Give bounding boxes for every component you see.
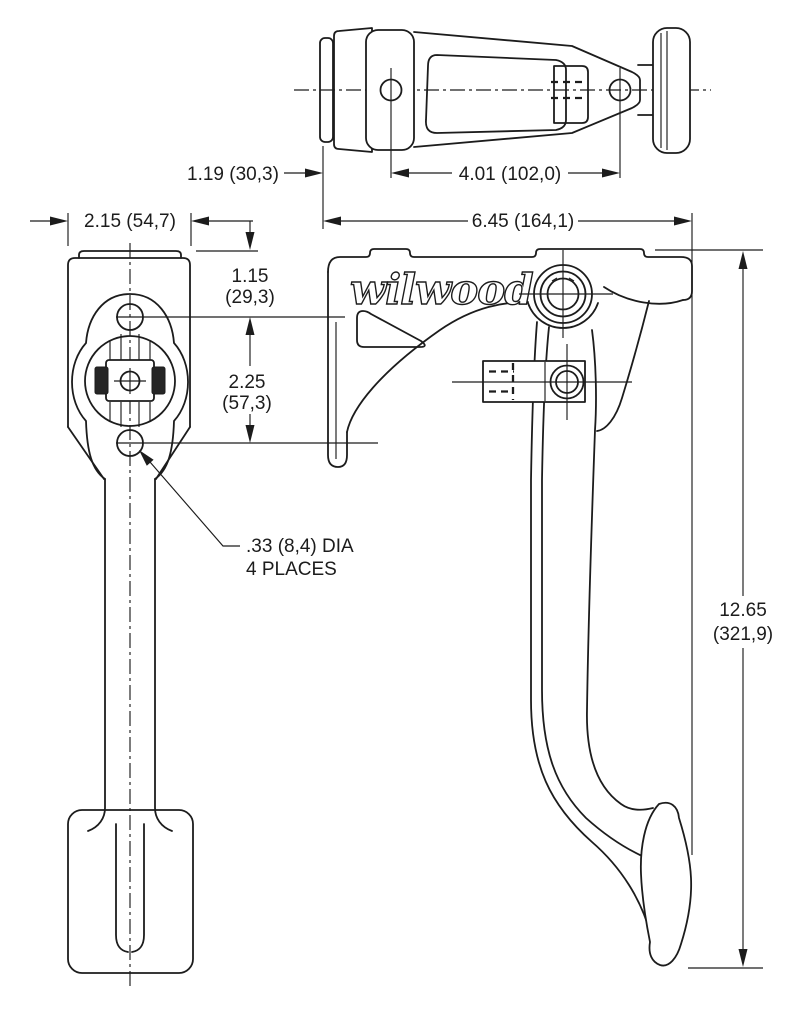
arrowhead (245, 425, 255, 443)
boss-thread-ticks (551, 277, 575, 282)
dim-hole-spacing-mm: (57,3) (222, 393, 272, 414)
body-taper-lines (67, 426, 191, 480)
arrowhead (602, 168, 620, 178)
bracket-web-edge (346, 301, 529, 433)
side-view: wilwood (327, 213, 693, 967)
ext-overall-height (655, 249, 763, 969)
pedal-pad-face-lines (660, 31, 668, 150)
hole-diameter-note: .33 (8,4) DIA 4 PLACES (139, 450, 354, 580)
dim-pivot-span: 4.01 (102,0) (391, 164, 620, 185)
dim-overall-height-in: 12.65 (719, 600, 767, 621)
bearing-ribs (109, 334, 151, 427)
end-cap (319, 37, 334, 143)
bracket-left-leg (327, 271, 348, 468)
dim-pivot-offset: 1.19 (30,3) (187, 164, 323, 185)
dim-upper-hole-in: 1.15 (232, 266, 269, 287)
pedal-pad-side (639, 801, 693, 967)
pivot-collar (333, 27, 373, 153)
center-bore-crosshair (114, 368, 146, 394)
wilwood-logo: wilwood (350, 265, 533, 314)
arrowhead (323, 216, 341, 226)
bracket-top-edge (327, 248, 693, 301)
dimensions: 1.19 (30,3) 4.01 (102,0) 6.45 (164,1) 2.… (30, 146, 773, 969)
clevis-slot (553, 65, 589, 124)
dim-bracket-length: 6.45 (164,1) (323, 211, 692, 232)
hole-note-line2: 4 PLACES (246, 559, 337, 580)
bushing-tab-left (94, 366, 109, 395)
dim-overall-height-mm: (321,9) (713, 624, 773, 645)
hole-note-line1: .33 (8,4) DIA (246, 536, 354, 557)
web-recess (425, 54, 567, 134)
bearing-circle (84, 335, 176, 427)
dim-pivot-span-label: 4.01 (102,0) (459, 164, 561, 185)
arrowhead (50, 216, 68, 226)
dim-pivot-offset-label: 1.19 (30,3) (187, 164, 279, 185)
arm-right-edge (586, 329, 654, 811)
clevis-crosshair (452, 344, 632, 420)
bracket-band (365, 29, 415, 151)
pedal-pad-edge (652, 27, 691, 154)
ext-mount-width (67, 213, 192, 246)
leader-arrowhead (139, 450, 154, 466)
leader-line (149, 461, 240, 547)
clevis-hidden-threads (489, 370, 514, 393)
arrowhead (245, 232, 255, 250)
front-view (67, 243, 194, 990)
arrowhead (738, 949, 748, 967)
pad-rib-lines (115, 823, 145, 953)
triangle-cutout (356, 310, 426, 348)
dim-mount-width: 2.15 (54,7) (30, 211, 253, 232)
arrowhead (191, 216, 209, 226)
boss-crosshair (519, 250, 613, 338)
arrowhead (738, 251, 748, 269)
pedal-body-top (413, 31, 641, 148)
dim-hole-offsets: 1.15 (29,3) 2.25 (57,3) (222, 221, 275, 443)
dim-hole-spacing-in: 2.25 (229, 372, 266, 393)
lobe-underside (603, 286, 684, 305)
pedal-pad-front (67, 809, 194, 974)
dim-mount-width-label: 2.15 (54,7) (84, 211, 176, 232)
arrowhead (305, 168, 323, 178)
finger-edge (596, 300, 650, 432)
arm-rail-right (154, 478, 173, 832)
ext-hole-lines (116, 316, 378, 444)
arm-ridge-line (541, 326, 643, 857)
dim-upper-hole-mm: (29,3) (225, 287, 275, 308)
arm-left-edge (530, 321, 655, 951)
mount-body (67, 257, 191, 428)
dim-overall-height: 12.65 (321,9) (713, 251, 773, 967)
dim-bracket-length-label: 6.45 (164,1) (472, 211, 574, 232)
arrowhead (245, 317, 255, 335)
mount-cap (78, 250, 182, 259)
arrowhead (391, 168, 409, 178)
pivot-flange (71, 293, 189, 480)
arm-rail-left (87, 478, 106, 832)
arrowhead (674, 216, 692, 226)
top-view (294, 27, 711, 178)
bushing-tab-right (151, 366, 166, 395)
